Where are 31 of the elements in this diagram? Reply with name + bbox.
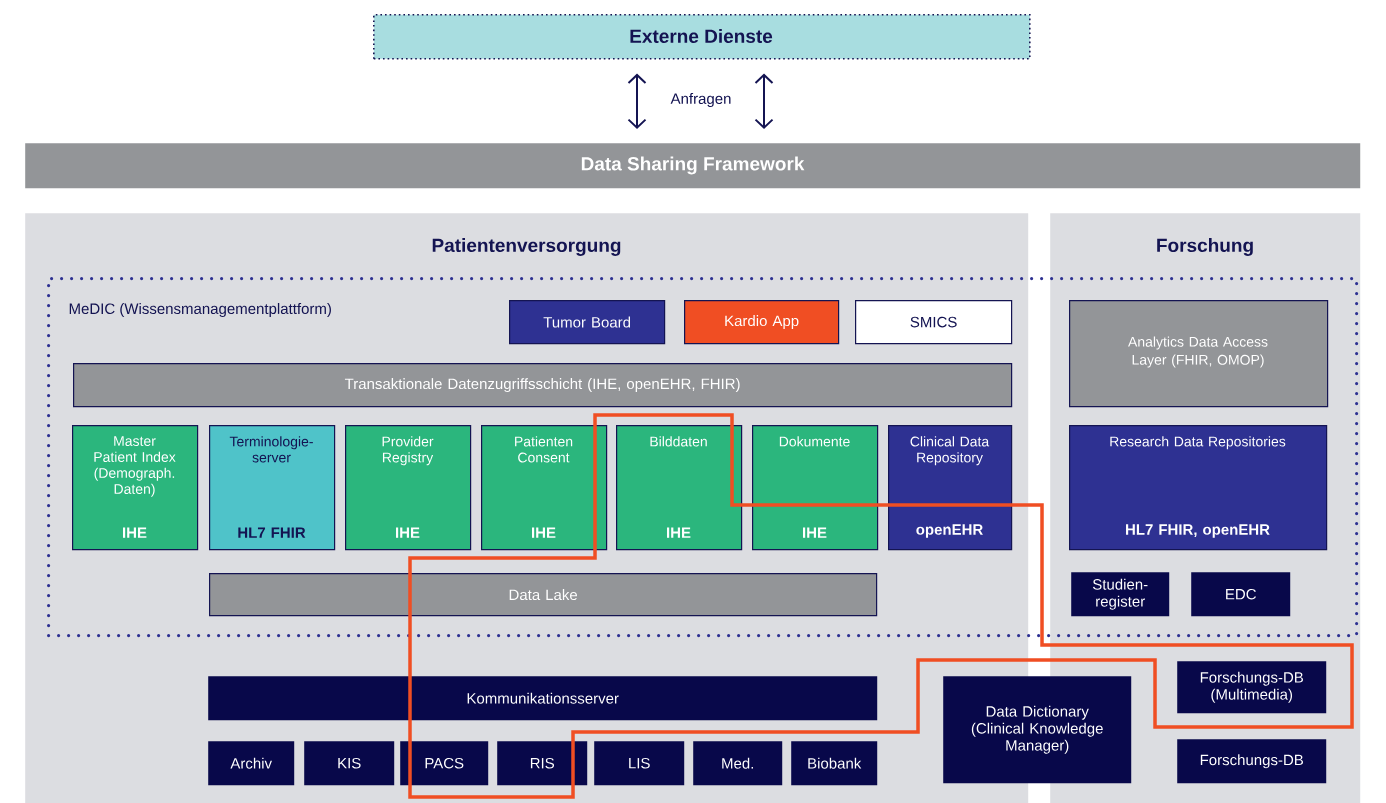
process-box: Provider Registry IHE xyxy=(345,425,472,551)
process-box: Master Patient Index (Demograph. Daten) IHE xyxy=(72,425,199,551)
arrow-label: Anfragen xyxy=(670,93,731,107)
system-box: RIS xyxy=(497,741,588,786)
process-box: Clinical Data Repository openEHR xyxy=(888,425,1013,551)
process-box: Kardio App xyxy=(684,300,840,345)
system-box: KIS xyxy=(304,741,395,786)
process-box: Forschungs-DB (Multimedia) xyxy=(1177,661,1327,714)
process-box: Patienten Consent IHE xyxy=(481,425,608,551)
layer-bar: Transaktionale Datenzugriffsschicht (IHE, openEHR, FHIR) xyxy=(73,363,1013,408)
process-box: SMICS xyxy=(855,300,1013,345)
system-box: Archiv xyxy=(208,741,295,786)
system-box: LIS xyxy=(594,741,685,786)
process-box: Terminologie-server HL7 FHIR xyxy=(209,425,336,551)
process-box: Studien-register xyxy=(1071,572,1170,617)
system-box: Med. xyxy=(693,741,783,786)
layer-bar: Data Lake xyxy=(209,573,878,617)
server-bar: Kommunikationsserver xyxy=(208,676,878,721)
layer-box: Analytics Data Access Layer (FHIR, OMOP) xyxy=(1069,300,1329,408)
system-box: Biobank xyxy=(791,741,878,786)
process-box: Tumor Board xyxy=(509,300,666,345)
process-box: Dokumente IHE xyxy=(752,425,879,551)
double-arrow xyxy=(754,73,774,129)
process-box: Forschungs-DB xyxy=(1177,739,1327,784)
process-box: EDC xyxy=(1191,572,1291,617)
system-box: PACS xyxy=(400,741,489,786)
framework-bar: Data Sharing Framework xyxy=(25,143,1361,189)
double-arrow xyxy=(627,73,647,129)
process-box: Bilddaten IHE xyxy=(616,425,743,551)
process-box: Data Dictionary (Clinical Knowledge Manager) xyxy=(943,676,1132,784)
banner-box: Externe Dienste xyxy=(373,14,1031,60)
